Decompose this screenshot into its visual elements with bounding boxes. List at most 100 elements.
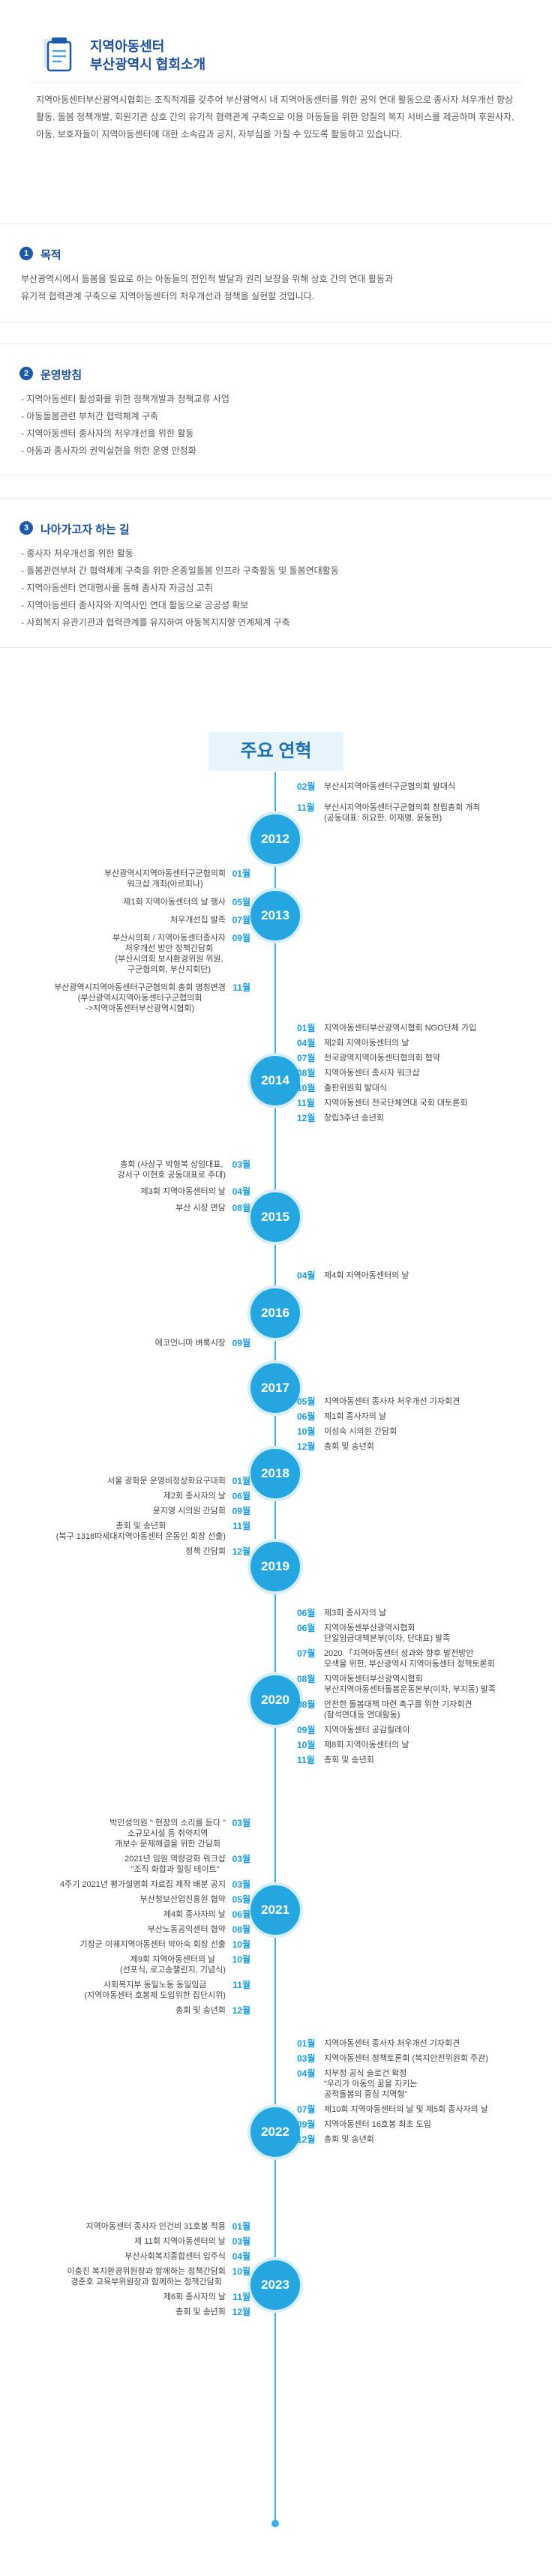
section-line: - 종사자 처우개선을 위한 활동 bbox=[21, 548, 134, 559]
year-circle-2016: 2016 bbox=[248, 1285, 303, 1341]
timeline-event: 부산광역시지역아동센터구군협의회 총회 명칭변경 (부산광역시지역아동센터구군협… bbox=[54, 982, 250, 1014]
section-title: 나아가고자 하는 길 bbox=[40, 523, 130, 536]
timeline-event: 정책 간담회 12월 bbox=[185, 1546, 250, 1557]
page-title-line2: 부산광역시 협회소개 bbox=[90, 57, 206, 72]
year-circle-2012: 2012 bbox=[248, 811, 303, 867]
event-text: 제1회 지역아동센터의 날 행사 bbox=[123, 898, 226, 907]
event-text: 창립3주년 송년회 bbox=[324, 1114, 385, 1123]
event-text: 제9회 지역아동센터의 날 (선포식, 로고송챌린지, 기념식) bbox=[119, 1955, 226, 1975]
event-text: 지역아동센터 16호봉 최초 도입 bbox=[324, 2120, 431, 2129]
section-body: - 지역아동센터 활성화를 위한 정책개발과 정책교류 사업 - 아동돌봄관련 … bbox=[21, 391, 531, 460]
event-month: 11월 bbox=[297, 1098, 315, 1108]
event-month: 11월 bbox=[297, 1755, 315, 1765]
event-text: 지역아동센터 종사자 인건비 31호봉 적용 bbox=[86, 2222, 226, 2231]
year-circle-2013: 2013 bbox=[248, 888, 303, 943]
event-text: 박민성의원 " 현장의 소리를 듣다 " 소규모시설 등 취약지역 개보수 문제… bbox=[110, 1819, 226, 1849]
event-text: 제3회 종사자의 날 bbox=[324, 1609, 387, 1618]
event-text: 이충진 복지환경위원장과 함께하는 정책간담회 경준호 교육부위원장과 함께하는… bbox=[67, 2267, 226, 2287]
timeline-event: 박민성의원 " 현장의 소리를 듣다 " 소규모시설 등 취약지역 개보수 문제… bbox=[110, 1818, 250, 1849]
event-month: 06월 bbox=[297, 1623, 316, 1633]
event-month: 03월 bbox=[297, 2053, 316, 2064]
timeline-event: 총회 및 송년회 12월 bbox=[176, 2005, 250, 2016]
event-month: 03월 bbox=[232, 1879, 250, 1890]
event-text: 출판위원회 발대식 bbox=[324, 1084, 388, 1093]
event-month: 02월 bbox=[297, 781, 316, 792]
event-text: 이성숙 시의원 간담회 bbox=[324, 1427, 398, 1436]
event-month: 12월 bbox=[232, 2307, 250, 2317]
event-month: 08월 bbox=[297, 1674, 316, 1684]
timeline-event: 부산청보산업진흥원 협약 05월 bbox=[140, 1894, 250, 1905]
event-month: 09월 bbox=[232, 1338, 250, 1348]
event-text: 제4회 지역아동센터의 날 bbox=[324, 1271, 410, 1280]
event-month: 01월 bbox=[232, 1476, 250, 1486]
event-month: 06월 bbox=[232, 1909, 250, 1920]
event-month: 08월 bbox=[297, 1068, 316, 1078]
event-month: 04월 bbox=[232, 2251, 250, 2262]
timeline-event: 부산광역시지역아동센터구군협의회 워크샵 개최(아르피나) 01월 bbox=[104, 868, 250, 889]
event-month: 01월 bbox=[297, 1023, 316, 1033]
page-title: 지역아동센터 부산광역시 협회소개 bbox=[90, 37, 206, 73]
event-text: 제4회 종사자의 날 bbox=[163, 1910, 226, 1919]
event-month: 01월 bbox=[297, 2038, 316, 2049]
event-month: 11월 bbox=[232, 982, 250, 993]
event-text: 제2회 지역아동센터의 날 bbox=[324, 1039, 410, 1048]
timeline-event: 2021년 임원 역량강화 워크샵 "조직 화합과 힐링 테이트" 03월 bbox=[124, 1854, 250, 1875]
event-text: 총회 및 송년회 (북구 1318따세대지역아동센터 운동인 회장 선출) bbox=[56, 1522, 226, 1541]
event-month: 08월 bbox=[232, 1924, 250, 1935]
section-line: 유기적 협력관계 구축으로 지역아동센터의 처우개선과 정책을 실현할 것입니다… bbox=[21, 291, 314, 301]
event-text: 제10회 지역아동센터의 날 및 제5회 종사자의 날 bbox=[324, 2105, 488, 2114]
section-body: - 종사자 처우개선을 위한 활동 - 돌봄관련부처 간 협력체계 구축을 위한… bbox=[21, 545, 531, 631]
timeline-event: 07월 제10회 지역아동센터의 날 및 제5회 종사자의 날 bbox=[297, 2104, 488, 2116]
event-month: 05월 bbox=[297, 1396, 316, 1407]
event-text: 지역아동센터 정책토론회 (복지안전위원회 주관) bbox=[324, 2054, 488, 2063]
event-text: 총회 및 송년회 bbox=[324, 1756, 374, 1765]
timeline-event: 처우개선집 발족 07월 bbox=[170, 915, 250, 925]
event-month: 12월 bbox=[232, 2005, 250, 2016]
timeline-event: 03월 지역아동센터 정책토론회 (복지안전위원회 주관) bbox=[297, 2053, 488, 2065]
page-title-line1: 지역아동센터 bbox=[90, 39, 165, 54]
event-month: 07월 bbox=[232, 915, 250, 925]
section-line: - 돌봄관련부처 간 협력체계 구축을 위한 온종일돌봄 인프라 구축활동 및 … bbox=[21, 565, 339, 576]
event-text: 처우개선집 발족 bbox=[170, 916, 226, 925]
timeline-event: 제1회 지역아동센터의 날 행사 05월 bbox=[123, 897, 250, 907]
timeline-event: 지역아동센터 종사자 인건비 31호봉 적용 01월 bbox=[86, 2221, 250, 2232]
event-text: 4주기 2021년 평가설명회 자료집 제작 배분 공지 bbox=[59, 1880, 226, 1889]
event-text: 정책 간담회 bbox=[185, 1547, 226, 1556]
event-text: 지역아동센터 종사자 처우개선 기자회견 bbox=[324, 2039, 460, 2048]
event-month: 08월 bbox=[297, 1699, 316, 1710]
timeline-end-dot bbox=[272, 2520, 279, 2527]
event-text: 부산청보산업진흥원 협약 bbox=[140, 1895, 226, 1904]
event-month: 04월 bbox=[232, 1186, 250, 1197]
timeline-event: 제9회 지역아동센터의 날 (선포식, 로고송챌린지, 기념식) 10월 bbox=[120, 1954, 250, 1975]
timeline-event: 제3회 지역아동센터의 날 04월 bbox=[141, 1186, 251, 1197]
section-line: 부산광역시에서 돌봄을 필요로 하는 아동들의 전인적 발달과 권리 보장을 위… bbox=[21, 274, 393, 284]
section-policy: 2 운영방침 - 지역아동센터 활성화를 위한 정책개발과 정책교류 사업 - … bbox=[0, 343, 552, 475]
section-number: 1 bbox=[20, 247, 33, 260]
event-month: 07월 bbox=[297, 2104, 316, 2115]
year-circle-2017: 2017 bbox=[248, 1360, 303, 1416]
event-text: 부산시의회 / 지역아동센터종사자 처우개선 방안 정책간담회 (부산시의회 보… bbox=[112, 934, 226, 974]
event-text: 제8회 지역아동센터의 날 bbox=[324, 1741, 410, 1750]
event-text: 지역아동센터부산광역시협회 부산지역아동센터돌봄운동본부(이차, 부지동) 발족 bbox=[324, 1675, 496, 1694]
section-line: - 사회복지 유관기관과 협력관계를 유지하여 아동복지지향 연계체계 구축 bbox=[21, 617, 290, 628]
year-circle-2023: 2023 bbox=[248, 2257, 303, 2313]
event-text: 부산노동공익센터 협약 bbox=[147, 1925, 226, 1934]
event-month: 04월 bbox=[297, 1270, 316, 1281]
timeline-event: 11월 총회 및 송년회 bbox=[297, 1755, 374, 1766]
event-text: 제2회 종사자의 날 bbox=[163, 1492, 226, 1501]
event-text: 지역아동센터 공감릴레이 bbox=[324, 1726, 410, 1735]
event-text: 사회복지부 동일노동 동일임금 (지역아동센터 호봉제 도입위한 집단시위) bbox=[84, 1981, 226, 2000]
event-month: 09월 bbox=[297, 1725, 316, 1735]
year-circle-2021: 2021 bbox=[248, 1882, 303, 1938]
event-month: 09월 bbox=[232, 1506, 250, 1516]
year-circle-2015: 2015 bbox=[248, 1189, 303, 1245]
